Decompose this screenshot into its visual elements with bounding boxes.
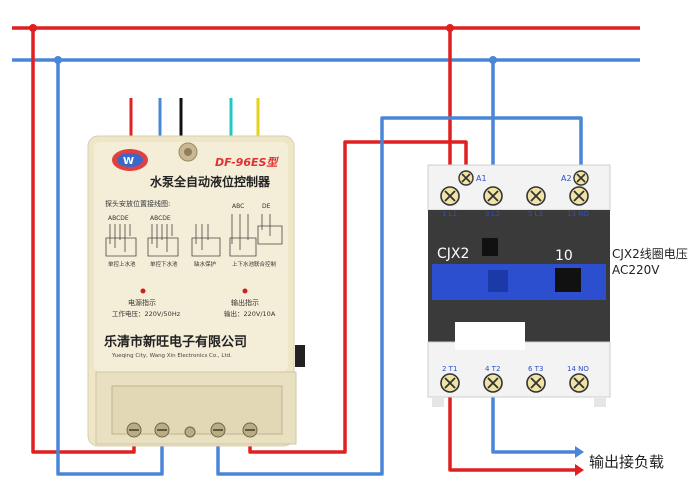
contactor-rating: 10 [555,248,573,264]
junction-dot [54,56,62,64]
load-wire-blue [491,388,575,454]
power-indicator-led [140,288,146,294]
probe-letters-2: ABCDE [150,215,171,222]
mode-label-2: 单控下水池 [150,260,178,268]
contactor-top-hole [482,238,498,256]
coil-label-a1: A1 [476,174,487,183]
terminal-screw [184,426,196,438]
company-name-en: Yueqing City, Wang Xin Electronics Co., … [111,353,232,359]
controller-face [94,142,288,372]
terminal-screw [154,422,170,438]
contactor-bottom-screw [569,373,589,393]
terminal-label-3: 3 L2 [485,210,500,218]
contactor-nameplate [455,322,525,350]
svg-text:W: W [123,156,134,167]
junction-dot [489,56,497,64]
terminal-screw [210,422,226,438]
probe-wires [129,98,260,140]
contactor-bottom-screw [526,373,546,393]
output-rating-label: 输出：220V/10A [224,309,276,318]
brand-logo: W [112,149,148,171]
mode-label-4: 上下水池联合控制 [232,260,277,268]
coil-label-a2: A2 [561,174,572,183]
coil-voltage-line1: CJX2线圈电压 [612,247,688,261]
neutral-to-controller-wire [56,60,164,476]
terminal-label-1: 1 L1 [442,210,457,218]
load-arrow-icon [575,446,584,458]
controller-side-switch [295,345,305,367]
contactor-top-screw [526,186,546,206]
junction-dot [29,24,37,32]
load-arrow-icon [575,464,584,476]
mode-label-1: 单控上水池 [108,260,136,268]
ac-contactor: CJX2 10 A1 A2 1 L1 3 L2 5 L3 13 NO 2 T1 … [427,164,611,407]
terminal-label-2: 2 T1 [442,365,457,373]
contactor-foot [432,397,444,407]
a1-coil-wire [248,140,468,454]
coil-terminal-a2 [573,170,589,186]
contactor-top-screw [569,186,589,206]
output-load-label: 输出接负载 [589,453,665,471]
power-indicator-label: 电源指示 [128,298,156,307]
terminal-label-14: 14 NO [567,365,589,373]
top-screw [178,142,198,162]
company-name-cn: 乐清市新旺电子有限公司 [104,334,247,350]
controller-terminals [111,385,283,438]
probe-letters-4: DE [262,203,271,210]
coil-voltage-line2: AC220V [612,263,660,277]
load-wire-red [448,388,575,472]
contactor-top-screw [440,186,460,206]
terminal-label-6: 6 T3 [528,365,543,373]
terminal-label-13: 13 NO [567,210,589,218]
working-voltage-label: 工作电压：220V/50Hz [112,309,181,318]
a2-coil-wire [216,116,583,476]
wires [12,24,640,476]
contactor-model: CJX2 [437,246,469,262]
contactor-top-screw [483,186,503,206]
probe-diagrams: ABCDE ABCDE ABC DE [105,203,283,257]
probe-letters-1: ABCDE [108,215,129,222]
controller-name: 水泵全自动液位控制器 [150,174,271,189]
terminal-label-5: 5 L3 [528,210,543,218]
contactor-bottom-screw [483,373,503,393]
output-indicator-label: 输出指示 [231,298,259,307]
level-controller: W DF-96ES型 水泵全自动液位控制器 探头安放位置接线图: ABCDE A… [87,135,305,447]
coil-terminal-a1 [458,170,474,186]
contactor-bottom-screw [440,373,460,393]
output-indicator-led [242,288,248,294]
contactor-foot [594,397,606,407]
probe-letters-3: ABC [232,203,244,210]
terminal-label-4: 4 T2 [485,365,500,373]
junction-dot [446,24,454,32]
contactor-window-slot [555,268,581,292]
probe-diagram-title: 探头安放位置接线图: [105,199,170,208]
controller-model: DF-96ES型 [215,156,279,169]
coil-voltage-label: CJX2线圈电压 AC220V [612,246,690,278]
contactor-window-slot [488,270,508,292]
mode-label-3: 缺水保护 [194,260,217,268]
terminal-screw [126,422,142,438]
terminal-screw [242,422,258,438]
